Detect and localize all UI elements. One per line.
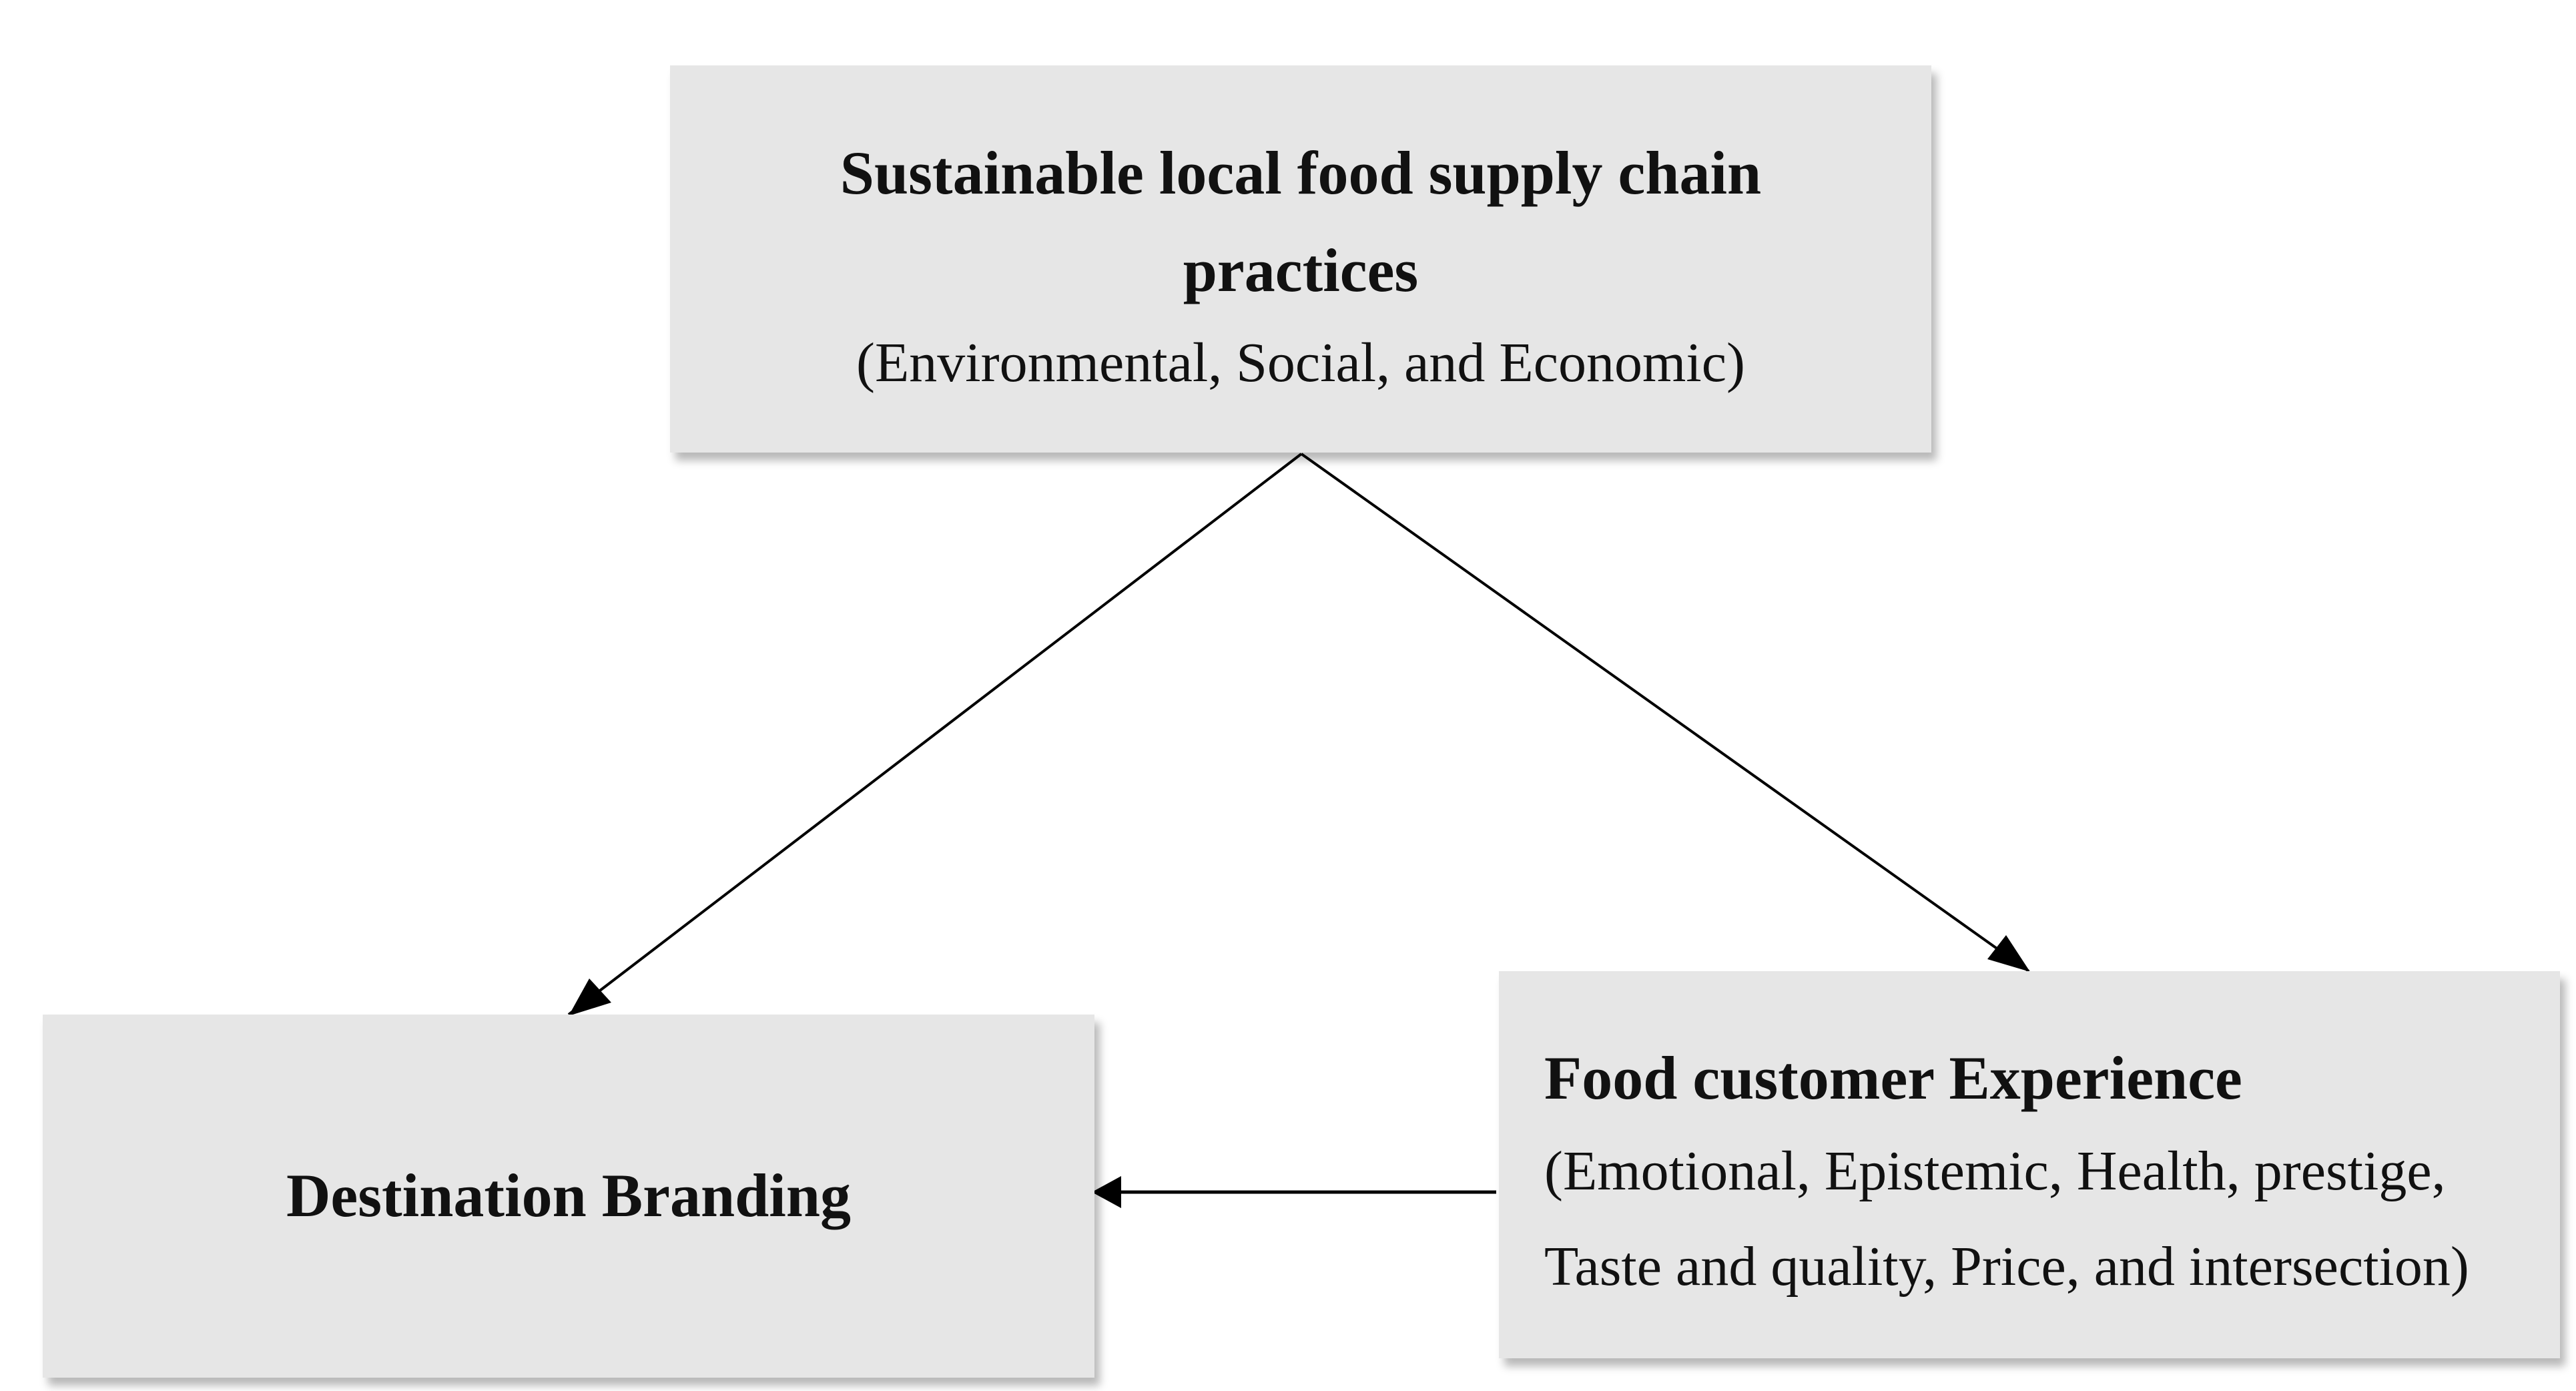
arrowhead-top-to-left (569, 979, 611, 1016)
node-subtitle-line2: Taste and quality, Price, and intersecti… (1544, 1235, 2469, 1298)
node-subtitle: (Environmental, Social, and Economic) (856, 332, 1745, 394)
node-title: Food customer Experience (1544, 1044, 2242, 1112)
arrow-top-to-left (567, 453, 1303, 1016)
arrow-top-to-right (1300, 453, 2030, 972)
node-title-line1: Sustainable local food supply chain (840, 139, 1762, 207)
arrowhead-top-to-right (1987, 935, 2030, 972)
node-food-customer-experience: Food customer Experience (Emotional, Epi… (1499, 971, 2560, 1358)
node-title: Destination Branding (286, 1161, 852, 1229)
arrowhead-right-to-left (1092, 1176, 1121, 1208)
node-subtitle-line1: (Emotional, Epistemic, Health, prestige, (1544, 1140, 2446, 1202)
node-sustainable-practices: Sustainable local food supply chain prac… (670, 65, 1931, 453)
node-title-line2: practices (1183, 236, 1419, 304)
node-destination-branding: Destination Branding (43, 1015, 1094, 1378)
